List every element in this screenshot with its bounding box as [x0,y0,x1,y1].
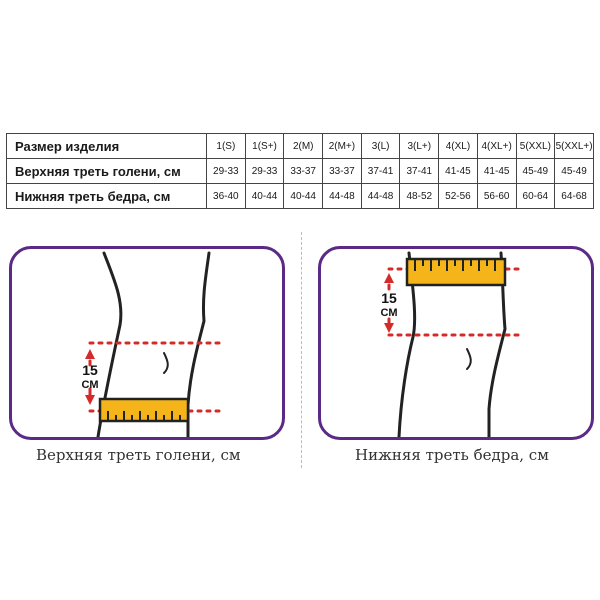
size-table: Размер изделия 1(S) 1(S+) 2(M) 2(M+) 3(L… [6,133,594,209]
table-row-label: Нижняя треть бедра, см [6,183,207,209]
distance-marker: 15 СМ [381,273,398,333]
measuring-tape [98,397,190,423]
table-cell: 29-33 [206,158,246,184]
table-header-cell: 5(XXL) [515,133,556,159]
marker-unit: СМ [381,307,398,319]
measuring-tape [405,257,507,287]
table-cell: 33-37 [322,158,362,184]
table-cell: 41-45 [438,158,478,184]
table-header-cell: 2(M) [283,133,324,159]
arrow-up-icon [85,349,95,359]
panel-divider [301,232,302,468]
knee-detail [466,348,472,370]
table-header-cell: 3(L+) [399,133,440,159]
table-cell: 44-48 [322,183,362,209]
table-row: Нижняя треть бедра, см 36-40 40-44 40-44… [6,183,594,209]
table-cell: 37-41 [399,158,440,184]
table-cell: 48-52 [399,183,440,209]
marker-unit: СМ [82,379,99,391]
table-row: Верхняя треть голени, см 29-33 29-33 33-… [6,158,594,184]
table-cell: 40-44 [283,183,324,209]
table-cell: 45-49 [515,158,556,184]
leg-outline-right [186,251,211,437]
marker-value: 15 [381,290,397,306]
lower-leg-caption: Верхняя треть голени, см [36,446,241,464]
lower-leg-illustration: 15 СМ [82,251,226,437]
table-cell: 41-45 [476,158,517,184]
table-header-cell: 3(L) [360,133,401,159]
table-header-cell: 1(S) [206,133,246,159]
table-header-cell: 1(S+) [244,133,285,159]
table-cell: 40-44 [244,183,285,209]
table-header-cell: 5(XXL+) [554,133,594,159]
table-cell: 29-33 [244,158,285,184]
table-cell: 45-49 [554,158,594,184]
thigh-caption: Нижняя треть бедра, см [355,446,549,464]
table-cell: 44-48 [360,183,401,209]
knee-detail [163,352,169,374]
table-cell: 37-41 [360,158,401,184]
table-header-cell: 2(M+) [322,133,362,159]
arrow-down-icon [85,395,95,405]
thigh-panel: 15 СМ [318,246,594,440]
table-header-row: Размер изделия 1(S) 1(S+) 2(M) 2(M+) 3(L… [6,133,594,159]
marker-value: 15 [82,362,98,378]
lower-leg-panel: 15 СМ [9,246,285,440]
arrow-down-icon [384,323,394,333]
table-cell: 33-37 [283,158,324,184]
table-header-cell: 4(XL) [438,133,478,159]
distance-marker: 15 СМ [82,349,99,405]
arrow-up-icon [384,273,394,283]
thigh-illustration: 15 СМ [381,251,523,437]
table-header-label: Размер изделия [6,133,207,159]
table-cell: 36-40 [206,183,246,209]
table-row-label: Верхняя треть голени, см [6,158,207,184]
table-header-cell: 4(XL+) [476,133,517,159]
table-cell: 56-60 [476,183,517,209]
table-cell: 52-56 [438,183,478,209]
table-cell: 64-68 [554,183,594,209]
table-cell: 60-64 [515,183,556,209]
